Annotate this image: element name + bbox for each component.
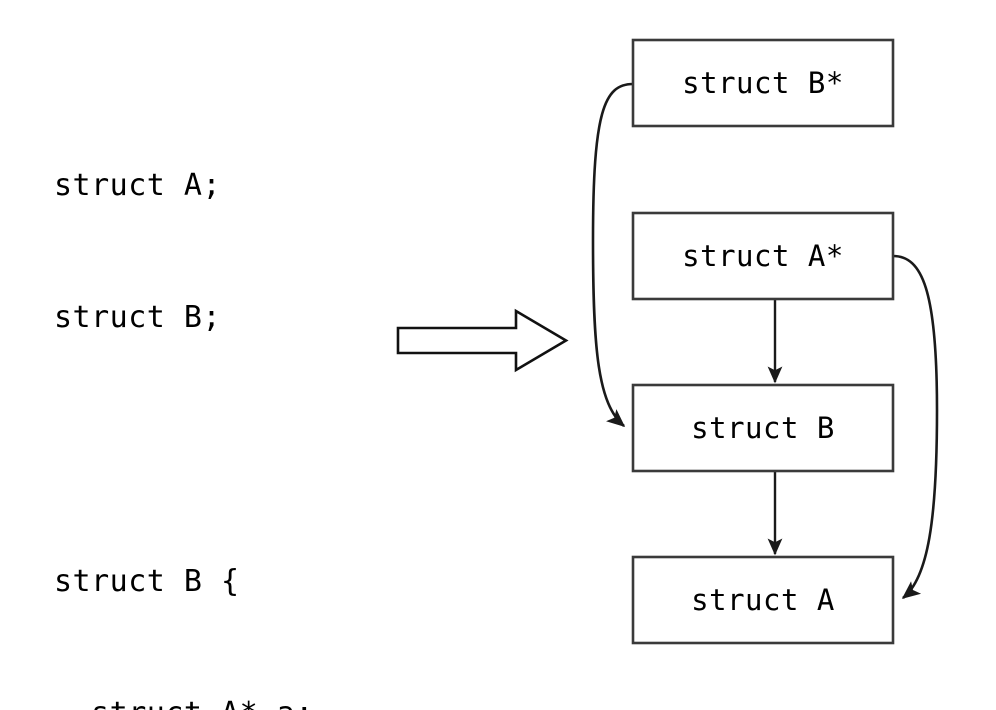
node-label: struct A*: [682, 239, 844, 273]
node-box: [631, 38, 895, 128]
code-line: struct A;: [54, 168, 222, 203]
code-line: struct A* a;: [54, 692, 384, 710]
edge-structbptr-to-structb: [591, 82, 634, 427]
code-listing: struct A; struct B; struct B { struct A*…: [54, 76, 384, 710]
node-struct-a-pointer[interactable]: struct A*: [631, 211, 895, 301]
node-box: [631, 211, 895, 301]
node-box: [631, 555, 895, 645]
node-struct-a[interactable]: struct A: [631, 555, 895, 645]
node-struct-b-pointer[interactable]: struct B*: [631, 38, 895, 128]
node-label: struct B*: [682, 66, 844, 100]
node-label: struct A: [691, 583, 835, 617]
code-line: struct B {: [54, 564, 240, 599]
node-box: [631, 383, 895, 473]
node-label: struct B: [691, 411, 835, 445]
node-struct-b[interactable]: struct B: [631, 383, 895, 473]
transform-arrow-icon: [396, 308, 569, 373]
code-line: struct B;: [54, 300, 222, 335]
edge-structaptr-to-structa: [892, 254, 939, 600]
